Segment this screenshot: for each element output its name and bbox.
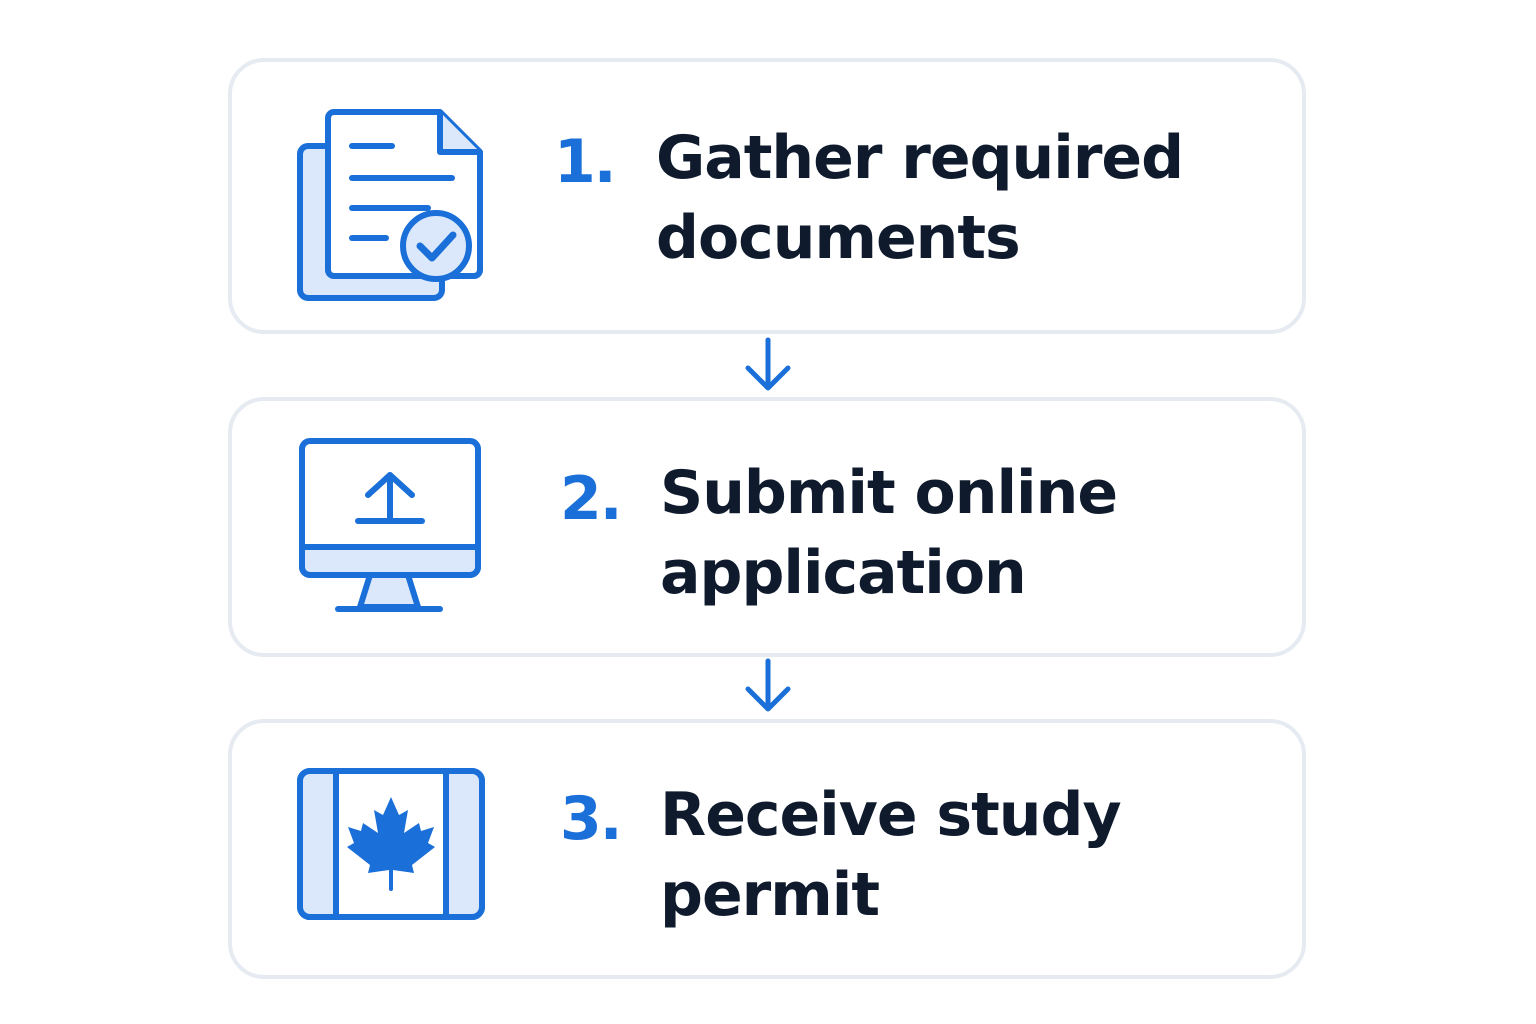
step-card-1: 1. Gather required documents: [228, 58, 1306, 334]
step-title-line-2: permit: [660, 860, 880, 930]
step-title: Receive study permit: [660, 775, 1122, 935]
step-card-3: 3. Receive study permit: [228, 719, 1306, 979]
canada-flag-icon: [297, 768, 485, 920]
monitor-upload-icon: [299, 438, 481, 612]
step-title-line-1: Receive study: [660, 780, 1122, 850]
step-title: Submit online application: [660, 453, 1118, 613]
step-number: 1.: [554, 127, 617, 197]
step-title-line-2: documents: [656, 203, 1021, 273]
step-title-line-1: Submit online: [660, 458, 1118, 528]
step-title: Gather required documents: [656, 118, 1184, 278]
step-title-line-2: application: [660, 538, 1027, 608]
document-check-icon: [297, 109, 483, 301]
step-title-line-1: Gather required: [656, 123, 1184, 193]
step-number: 3.: [560, 784, 623, 854]
step-number: 2.: [560, 464, 623, 534]
arrow-down-icon: [745, 337, 791, 391]
step-card-2: 2. Submit online application: [228, 397, 1306, 657]
arrow-down-icon: [745, 658, 791, 712]
